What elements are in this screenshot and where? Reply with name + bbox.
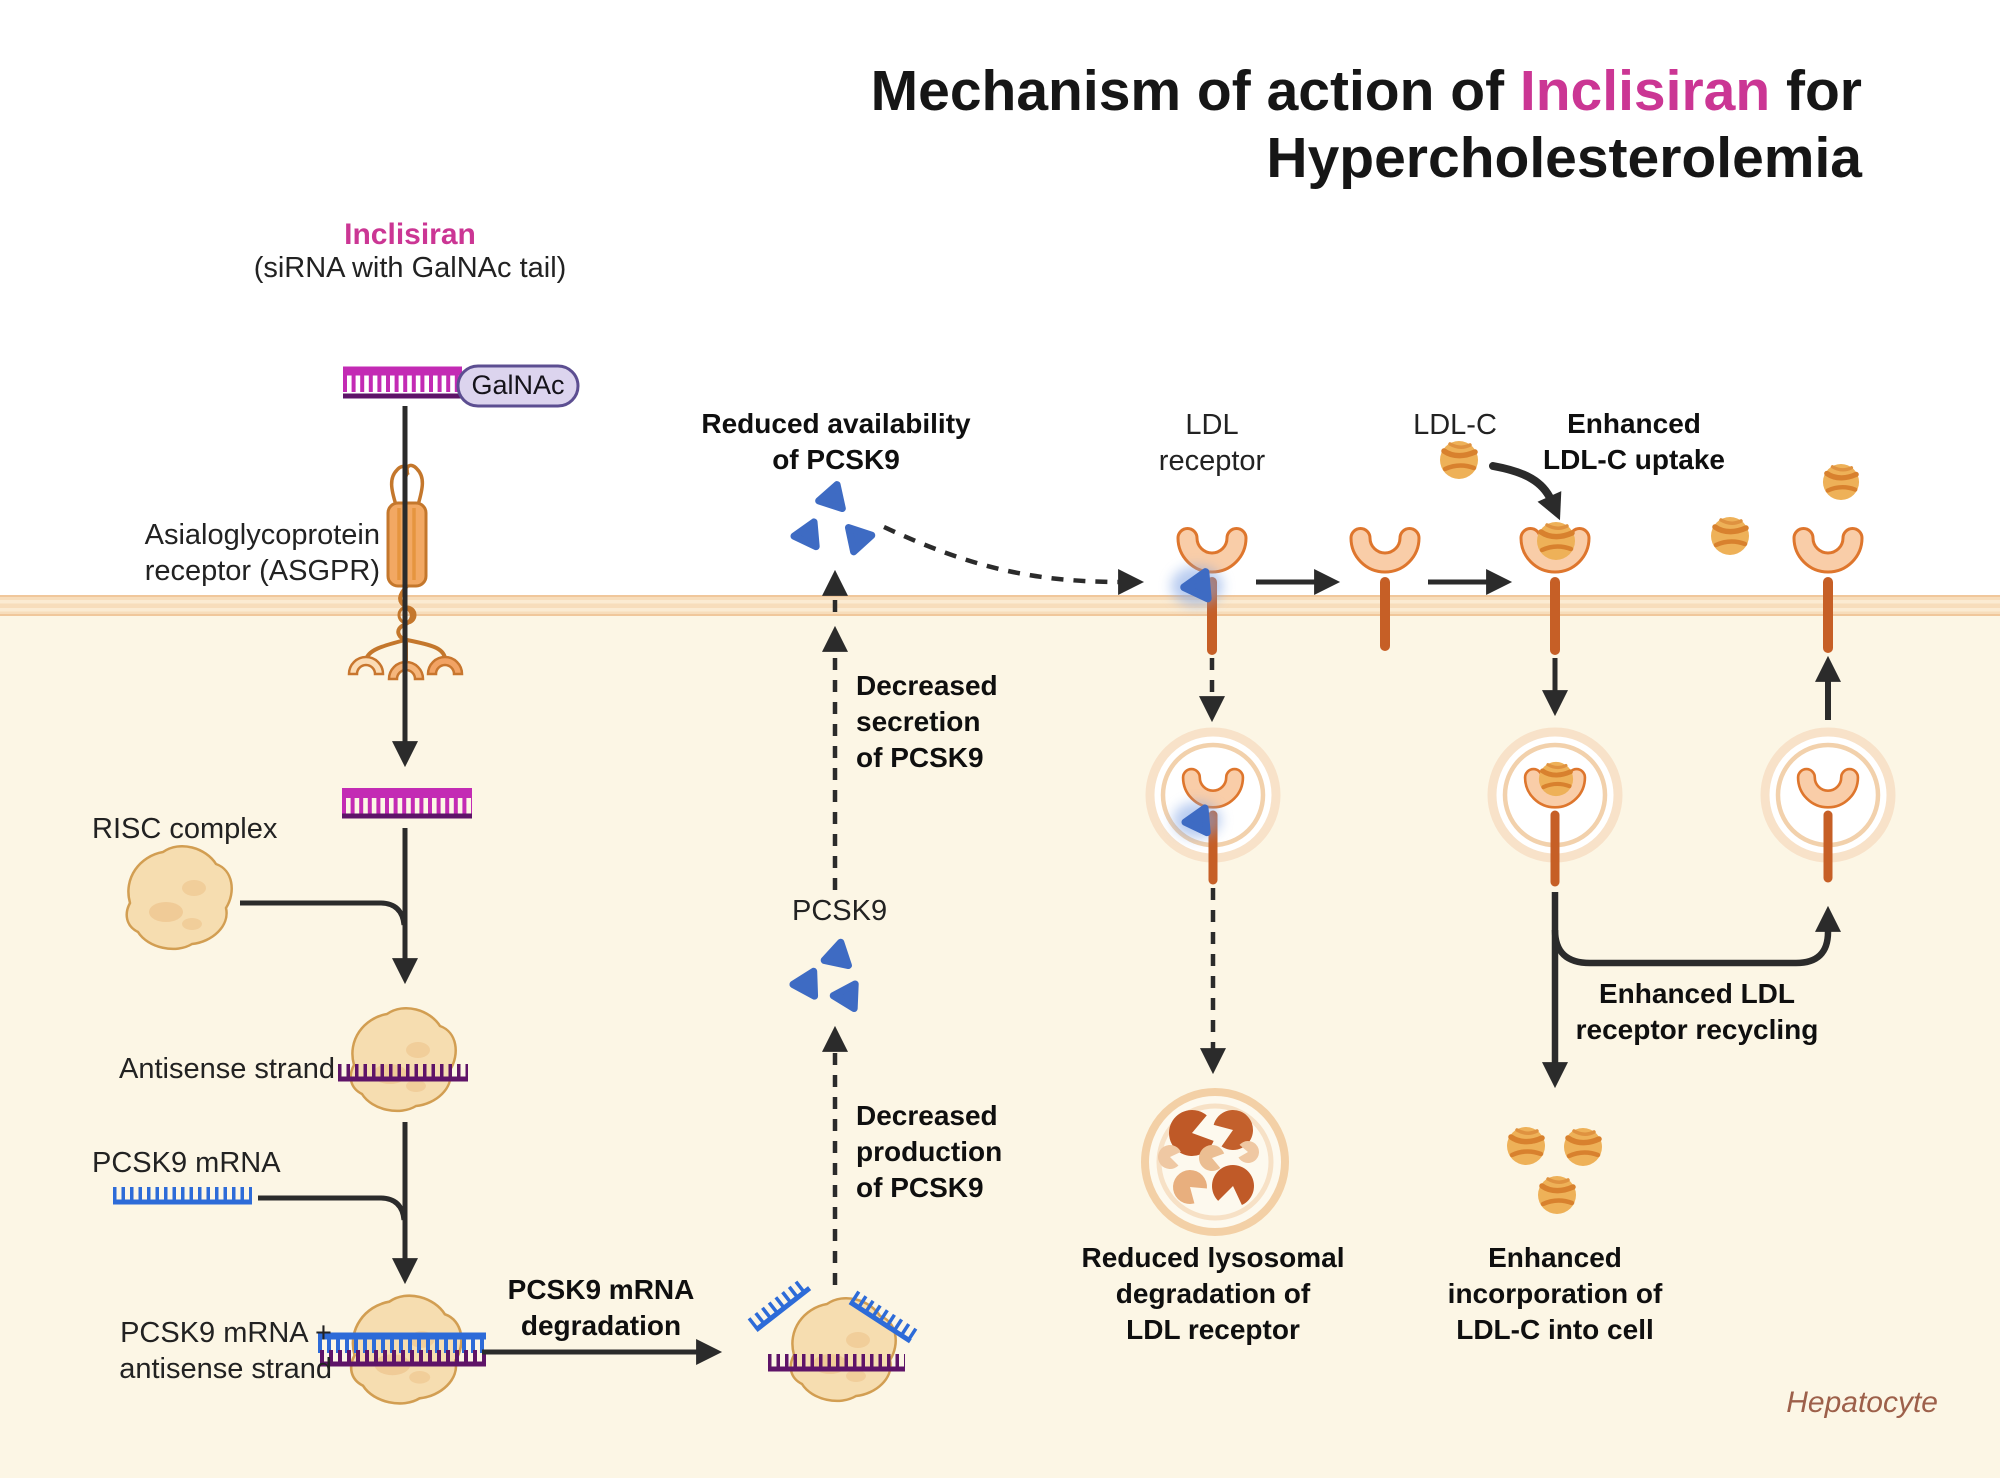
enhanced-uptake-label: Enhanced LDL-C uptake bbox=[1543, 408, 1725, 475]
title-highlight: Inclisiran bbox=[1519, 59, 1771, 123]
arrow-ldlc-uptake bbox=[1489, 462, 1562, 521]
decreased-production-label: Decreased production of PCSK9 bbox=[856, 1100, 1003, 1203]
reduced-lysosomal-label: Reduced lysosomal degradation of LDL rec… bbox=[1081, 1242, 1345, 1345]
degraded-mrna-icon bbox=[747, 1277, 918, 1403]
mrna-antisense-complex-icon bbox=[318, 1294, 486, 1405]
endosome-pcsk9-bound bbox=[1150, 732, 1276, 885]
inclisiran-subtitle: (siRNA with GalNAc tail) bbox=[253, 252, 567, 284]
lysosome-icon bbox=[1141, 1088, 1289, 1236]
inclisiran-label: Inclisiran bbox=[344, 218, 476, 251]
ldlc-in-cup-icon bbox=[1537, 522, 1575, 560]
mrna-antisense-label: PCSK9 mRNA + antisense strand bbox=[119, 1317, 332, 1385]
ldl-receptor-1 bbox=[1171, 526, 1248, 655]
endosome-recycling bbox=[1765, 732, 1891, 883]
arrow-recycling bbox=[1551, 905, 1841, 967]
ldlc-particle-icon bbox=[1711, 517, 1749, 555]
ldl-c-label: LDL-C bbox=[1413, 409, 1497, 441]
reduced-pcsk9-icon bbox=[793, 481, 874, 552]
cell-membrane bbox=[0, 595, 2000, 616]
internalised-sirna-icon bbox=[342, 788, 472, 819]
risc-label: RISC complex bbox=[92, 813, 278, 845]
ldl-receptor-3 bbox=[1519, 522, 1591, 655]
ldl-receptor-4 bbox=[1792, 526, 1864, 653]
page-title: Mechanism of action of Inclisiran for Hy… bbox=[871, 58, 1862, 193]
pcsk9-mrna-label: PCSK9 mRNA bbox=[92, 1147, 281, 1179]
risc-antisense-icon bbox=[338, 1006, 468, 1113]
ldlc-particle-icon bbox=[1440, 441, 1478, 479]
reduced-availability-label: Reduced availability of PCSK9 bbox=[701, 408, 971, 475]
galnac-tag bbox=[456, 364, 580, 408]
enhanced-incorporation-label: Enhanced incorporation of LDL-C into cel… bbox=[1447, 1242, 1663, 1345]
title-line2: Hypercholesterolemia bbox=[1266, 126, 1862, 191]
hepatocyte-label: Hepatocyte bbox=[1786, 1386, 1938, 1419]
pcsk9-mrna-icon bbox=[113, 1187, 252, 1205]
arrow-pcsk9-to-ldlr bbox=[883, 524, 1145, 595]
ldlc-particle-icon bbox=[1823, 464, 1859, 500]
pcsk9-label: PCSK9 bbox=[792, 895, 888, 927]
title-part2: for bbox=[1770, 59, 1862, 123]
title-part1: Mechanism of action of bbox=[870, 59, 1520, 123]
degradation-label: PCSK9 mRNA degradation bbox=[507, 1274, 695, 1341]
galnac-label: GalNAc bbox=[471, 370, 565, 400]
ldl-receptor-label: LDL receptor bbox=[1158, 409, 1266, 477]
asgpr-label: Asialoglycoprotein receptor (ASGPR) bbox=[144, 519, 380, 587]
endosome-ldlc bbox=[1492, 732, 1618, 887]
ldl-receptor-2 bbox=[1349, 526, 1421, 651]
enhanced-recycling-label: Enhanced LDL receptor recycling bbox=[1575, 978, 1819, 1045]
decreased-secretion-label: Decreased secretion of PCSK9 bbox=[856, 670, 998, 773]
antisense-label: Antisense strand bbox=[118, 1053, 335, 1085]
inclisiran-sirna-icon bbox=[343, 366, 462, 399]
